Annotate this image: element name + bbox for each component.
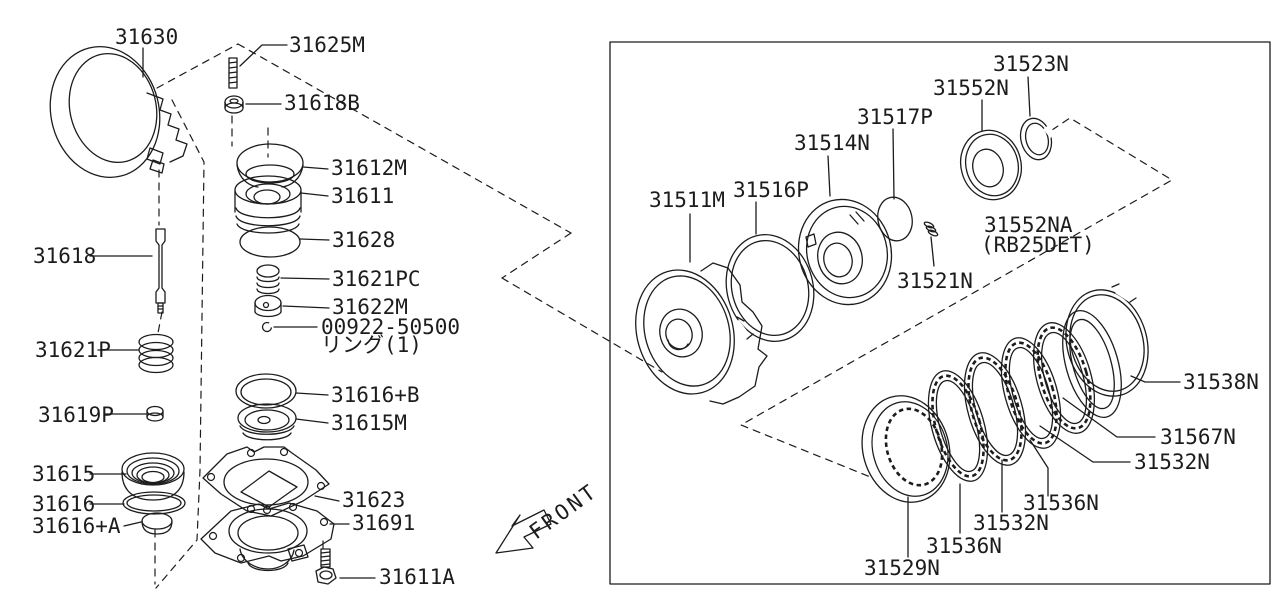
label-31619P: 31619P bbox=[38, 403, 114, 427]
accumulator-piston-31615M bbox=[237, 403, 297, 441]
label-31532N-b: 31532N bbox=[973, 511, 1049, 535]
label-31616A: 31616+A bbox=[32, 514, 121, 538]
snap-ring-31523N bbox=[1019, 117, 1056, 161]
steel-plate-31536N-front bbox=[927, 370, 989, 482]
label-31514N: 31514N bbox=[794, 131, 870, 155]
servo-cover-31691 bbox=[200, 502, 335, 572]
label-31615M: 31615M bbox=[331, 411, 407, 435]
leader-lines bbox=[89, 44, 1181, 579]
detail-box-border bbox=[609, 41, 1271, 585]
anchor-bolt-31625M bbox=[228, 57, 238, 89]
label-31616B: 31616+B bbox=[331, 383, 420, 407]
nut-31619P bbox=[146, 405, 164, 422]
snap-ring-31516P bbox=[725, 234, 815, 342]
accumulator-piston-31615 bbox=[121, 452, 185, 501]
seal-ring-31517P bbox=[877, 196, 913, 242]
label-31523N: 31523N bbox=[993, 52, 1069, 76]
lip-seal-31616B bbox=[235, 373, 297, 409]
cup-seal-31616A bbox=[141, 512, 173, 535]
label-31628: 31628 bbox=[332, 228, 395, 252]
label-31552NA-note: (RB25DET) bbox=[981, 233, 1095, 257]
return-spring-31628 bbox=[239, 226, 301, 258]
label-31691: 31691 bbox=[352, 511, 415, 535]
label-31532N-a: 31532N bbox=[1134, 450, 1210, 474]
label-31552N: 31552N bbox=[933, 76, 1009, 100]
label-31567N: 31567N bbox=[1160, 425, 1236, 449]
label-31630: 31630 bbox=[115, 25, 178, 49]
check-spring-31521N bbox=[923, 221, 939, 237]
clutch-drum-31511M bbox=[635, 262, 768, 405]
label-31618B: 31618B bbox=[284, 91, 360, 115]
spring-seat-31622M bbox=[254, 294, 282, 318]
label-31517P: 31517P bbox=[857, 105, 933, 129]
gasket-31623 bbox=[202, 446, 330, 517]
steel-plate-31536N-rear bbox=[1000, 337, 1062, 449]
dashed-construction-lines bbox=[154, 43, 1174, 589]
spring-31621PC bbox=[256, 264, 280, 295]
front-arrow-icon bbox=[495, 509, 552, 554]
friction-plate-31532N-front bbox=[963, 352, 1027, 466]
label-31621P: 31621P bbox=[35, 338, 111, 362]
label-31616: 31616 bbox=[32, 492, 95, 516]
dish-plate-31529N bbox=[861, 395, 951, 503]
label-31538N: 31538N bbox=[1183, 370, 1259, 394]
seal-ring-31616 bbox=[122, 491, 186, 515]
friction-plate-31532N-rear bbox=[1033, 322, 1095, 434]
label-31511M: 31511M bbox=[649, 188, 725, 212]
brake-band-31630 bbox=[49, 45, 188, 179]
servo-piston-31611 bbox=[234, 175, 302, 234]
label-31625M: 31625M bbox=[289, 33, 365, 57]
label-31611A: 31611A bbox=[379, 565, 455, 589]
label-31618: 31618 bbox=[33, 244, 96, 268]
clutch-piston-31514N bbox=[797, 198, 893, 306]
retaining-plate-31567N bbox=[1062, 309, 1122, 419]
label-31552NA: 31552NA bbox=[984, 213, 1073, 237]
part-labels: 31630 31625M 31618B 31612M 31611 31628 3… bbox=[32, 25, 1259, 589]
band-strut-31618 bbox=[155, 228, 166, 314]
front-direction-indicator: FRONT bbox=[495, 479, 602, 554]
label-31615: 31615 bbox=[32, 462, 95, 486]
lock-nut-31618B bbox=[224, 95, 244, 114]
snap-ring-00922 bbox=[261, 319, 277, 333]
label-31612M: 31612M bbox=[331, 156, 407, 180]
label-31611: 31611 bbox=[331, 184, 394, 208]
label-31621PC: 31621PC bbox=[332, 267, 421, 291]
label-31622M: 31622M bbox=[332, 295, 408, 319]
label-31623: 31623 bbox=[342, 488, 405, 512]
snap-ring-31538N bbox=[1065, 283, 1149, 397]
label-31536N-a: 31536N bbox=[1023, 491, 1099, 515]
label-00922-50500: 00922-50500 bbox=[321, 315, 460, 339]
label-31521N: 31521N bbox=[897, 269, 973, 293]
servo-spring-31621P bbox=[138, 333, 174, 374]
label-31529N: 31529N bbox=[864, 556, 940, 580]
label-ring-note: リング(1) bbox=[321, 333, 422, 357]
label-31516P: 31516P bbox=[733, 178, 809, 202]
spring-retainer-31552N bbox=[959, 129, 1023, 201]
label-31536N-b: 31536N bbox=[926, 534, 1002, 558]
bolt-31611A bbox=[315, 548, 337, 585]
front-label: FRONT bbox=[525, 479, 602, 544]
